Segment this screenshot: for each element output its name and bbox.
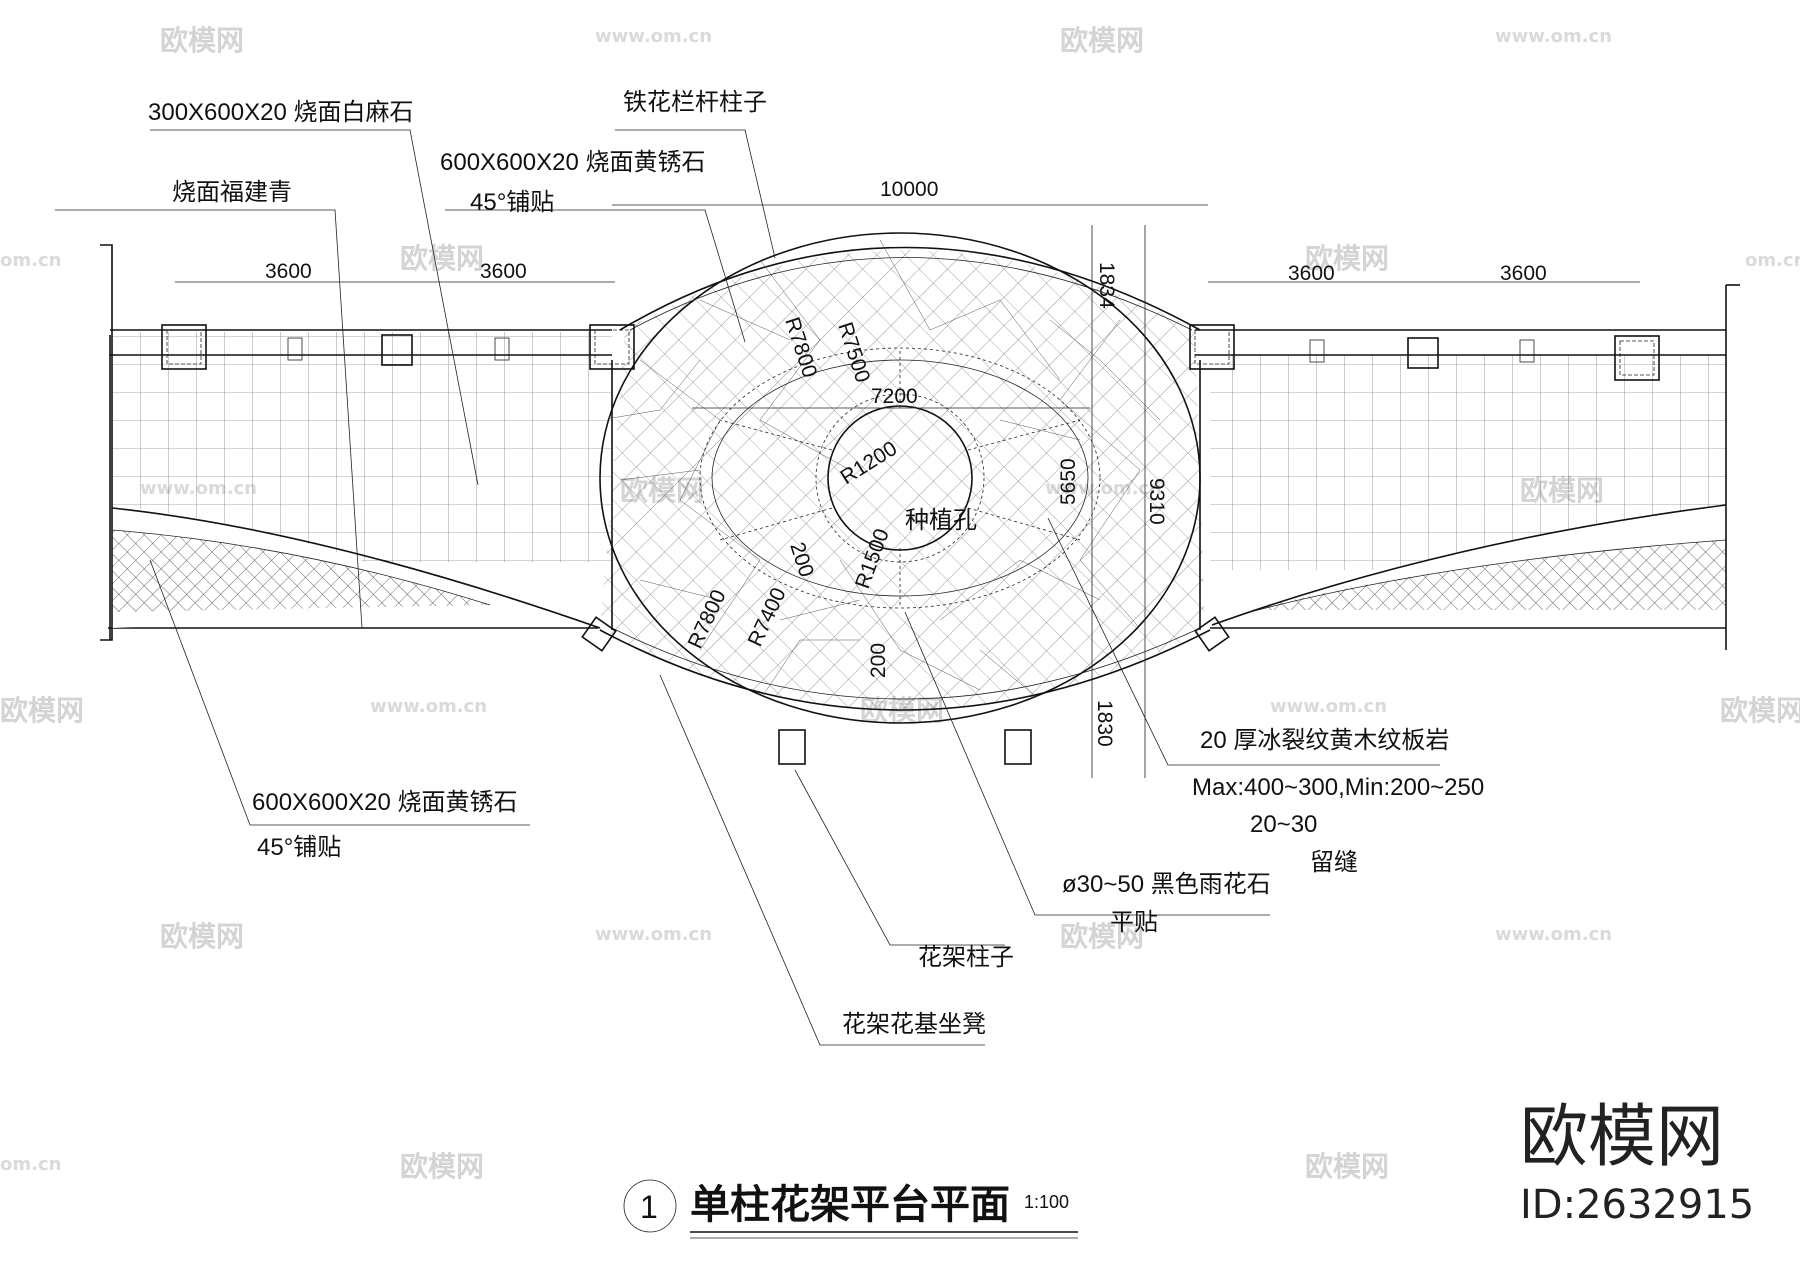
- right-wing-paving: [1195, 284, 1740, 650]
- svg-text:45°铺贴: 45°铺贴: [470, 189, 554, 216]
- svg-text:欧模网: 欧模网: [400, 242, 484, 275]
- svg-text:3600: 3600: [1288, 262, 1335, 285]
- svg-text:www.om.cn: www.om.cn: [370, 696, 487, 717]
- svg-text:www.om.cn: www.om.cn: [1495, 26, 1612, 47]
- annotation-labels: 300X600X20 烧面白麻石 烧面福建青 600X600X20 烧面黄锈石 …: [148, 89, 1484, 1038]
- svg-text:平贴: 平贴: [1110, 909, 1158, 936]
- svg-text:欧模网: 欧模网: [1305, 242, 1389, 275]
- central-platform: [599, 246, 1211, 711]
- svg-text:10000: 10000: [880, 178, 938, 201]
- svg-text:3600: 3600: [480, 260, 527, 283]
- svg-text:20~30: 20~30: [1250, 811, 1317, 838]
- svg-text:om.cn: om.cn: [1745, 250, 1800, 271]
- svg-text:Max:400~300,Min:200~250: Max:400~300,Min:200~250: [1192, 774, 1484, 801]
- svg-text:300X600X20 烧面白麻石: 300X600X20 烧面白麻石: [148, 99, 413, 126]
- svg-text:om.cn: om.cn: [0, 250, 61, 271]
- title-scale: 1:100: [1024, 1192, 1069, 1212]
- railing-posts: [161, 324, 1660, 765]
- svg-text:200: 200: [867, 643, 890, 678]
- svg-text:欧模网: 欧模网: [1060, 920, 1144, 953]
- svg-text:花架柱子: 花架柱子: [918, 944, 1014, 971]
- svg-text:种植孔: 种植孔: [905, 507, 977, 534]
- svg-text:om.cn: om.cn: [0, 1154, 61, 1175]
- title-text: 单柱花架平台平面: [690, 1182, 1010, 1228]
- svg-text:欧模网: 欧模网: [1720, 694, 1800, 727]
- svg-text:欧模网: 欧模网: [160, 24, 244, 57]
- svg-text:5650: 5650: [1057, 458, 1080, 505]
- brand-name: 欧模网: [1520, 1098, 1724, 1177]
- brand-block: 欧模网 ID:2632915: [1520, 1098, 1754, 1228]
- svg-text:www.om.cn: www.om.cn: [1270, 696, 1387, 717]
- svg-text:1834: 1834: [1095, 262, 1118, 309]
- title-number-circle: [623, 1179, 677, 1233]
- svg-text:欧模网: 欧模网: [1060, 24, 1144, 57]
- svg-text:20 厚冰裂纹黄木纹板岩: 20 厚冰裂纹黄木纹板岩: [1200, 727, 1449, 754]
- svg-text:3600: 3600: [265, 260, 312, 283]
- svg-text:9310: 9310: [1145, 478, 1168, 525]
- svg-text:3600: 3600: [1500, 262, 1547, 285]
- svg-text:铁花栏杆柱子: 铁花栏杆柱子: [623, 89, 767, 116]
- leader-lines: [55, 129, 1440, 1046]
- svg-text:600X600X20 烧面黄锈石: 600X600X20 烧面黄锈石: [252, 789, 517, 816]
- oval-planting-area: [599, 232, 1201, 724]
- dimension-lines: [175, 204, 1640, 778]
- svg-text:欧模网: 欧模网: [400, 1150, 484, 1183]
- svg-text:欧模网: 欧模网: [160, 920, 244, 953]
- svg-text:www.om.cn: www.om.cn: [1495, 924, 1612, 945]
- svg-text:烧面福建青: 烧面福建青: [172, 179, 292, 206]
- left-wing-paving: [100, 244, 612, 641]
- svg-text:欧模网: 欧模网: [0, 694, 84, 727]
- svg-text:7200: 7200: [871, 385, 918, 408]
- svg-text:留缝: 留缝: [1310, 849, 1358, 876]
- brand-id: ID:2632915: [1520, 1182, 1754, 1228]
- svg-text:1830: 1830: [1093, 700, 1116, 747]
- drawing-title: 1 单柱花架平台平面 1:100: [623, 1179, 1078, 1239]
- svg-text:45°铺贴: 45°铺贴: [257, 834, 341, 861]
- title-number: 1: [640, 1189, 658, 1225]
- svg-text:www.om.cn: www.om.cn: [595, 26, 712, 47]
- svg-text:ø30~50 黑色雨花石: ø30~50 黑色雨花石: [1062, 871, 1271, 898]
- svg-text:www.om.cn: www.om.cn: [595, 924, 712, 945]
- svg-text:花架花基坐凳: 花架花基坐凳: [842, 1011, 986, 1038]
- svg-text:600X600X20 烧面黄锈石: 600X600X20 烧面黄锈石: [440, 149, 705, 176]
- svg-text:欧模网: 欧模网: [1305, 1150, 1389, 1183]
